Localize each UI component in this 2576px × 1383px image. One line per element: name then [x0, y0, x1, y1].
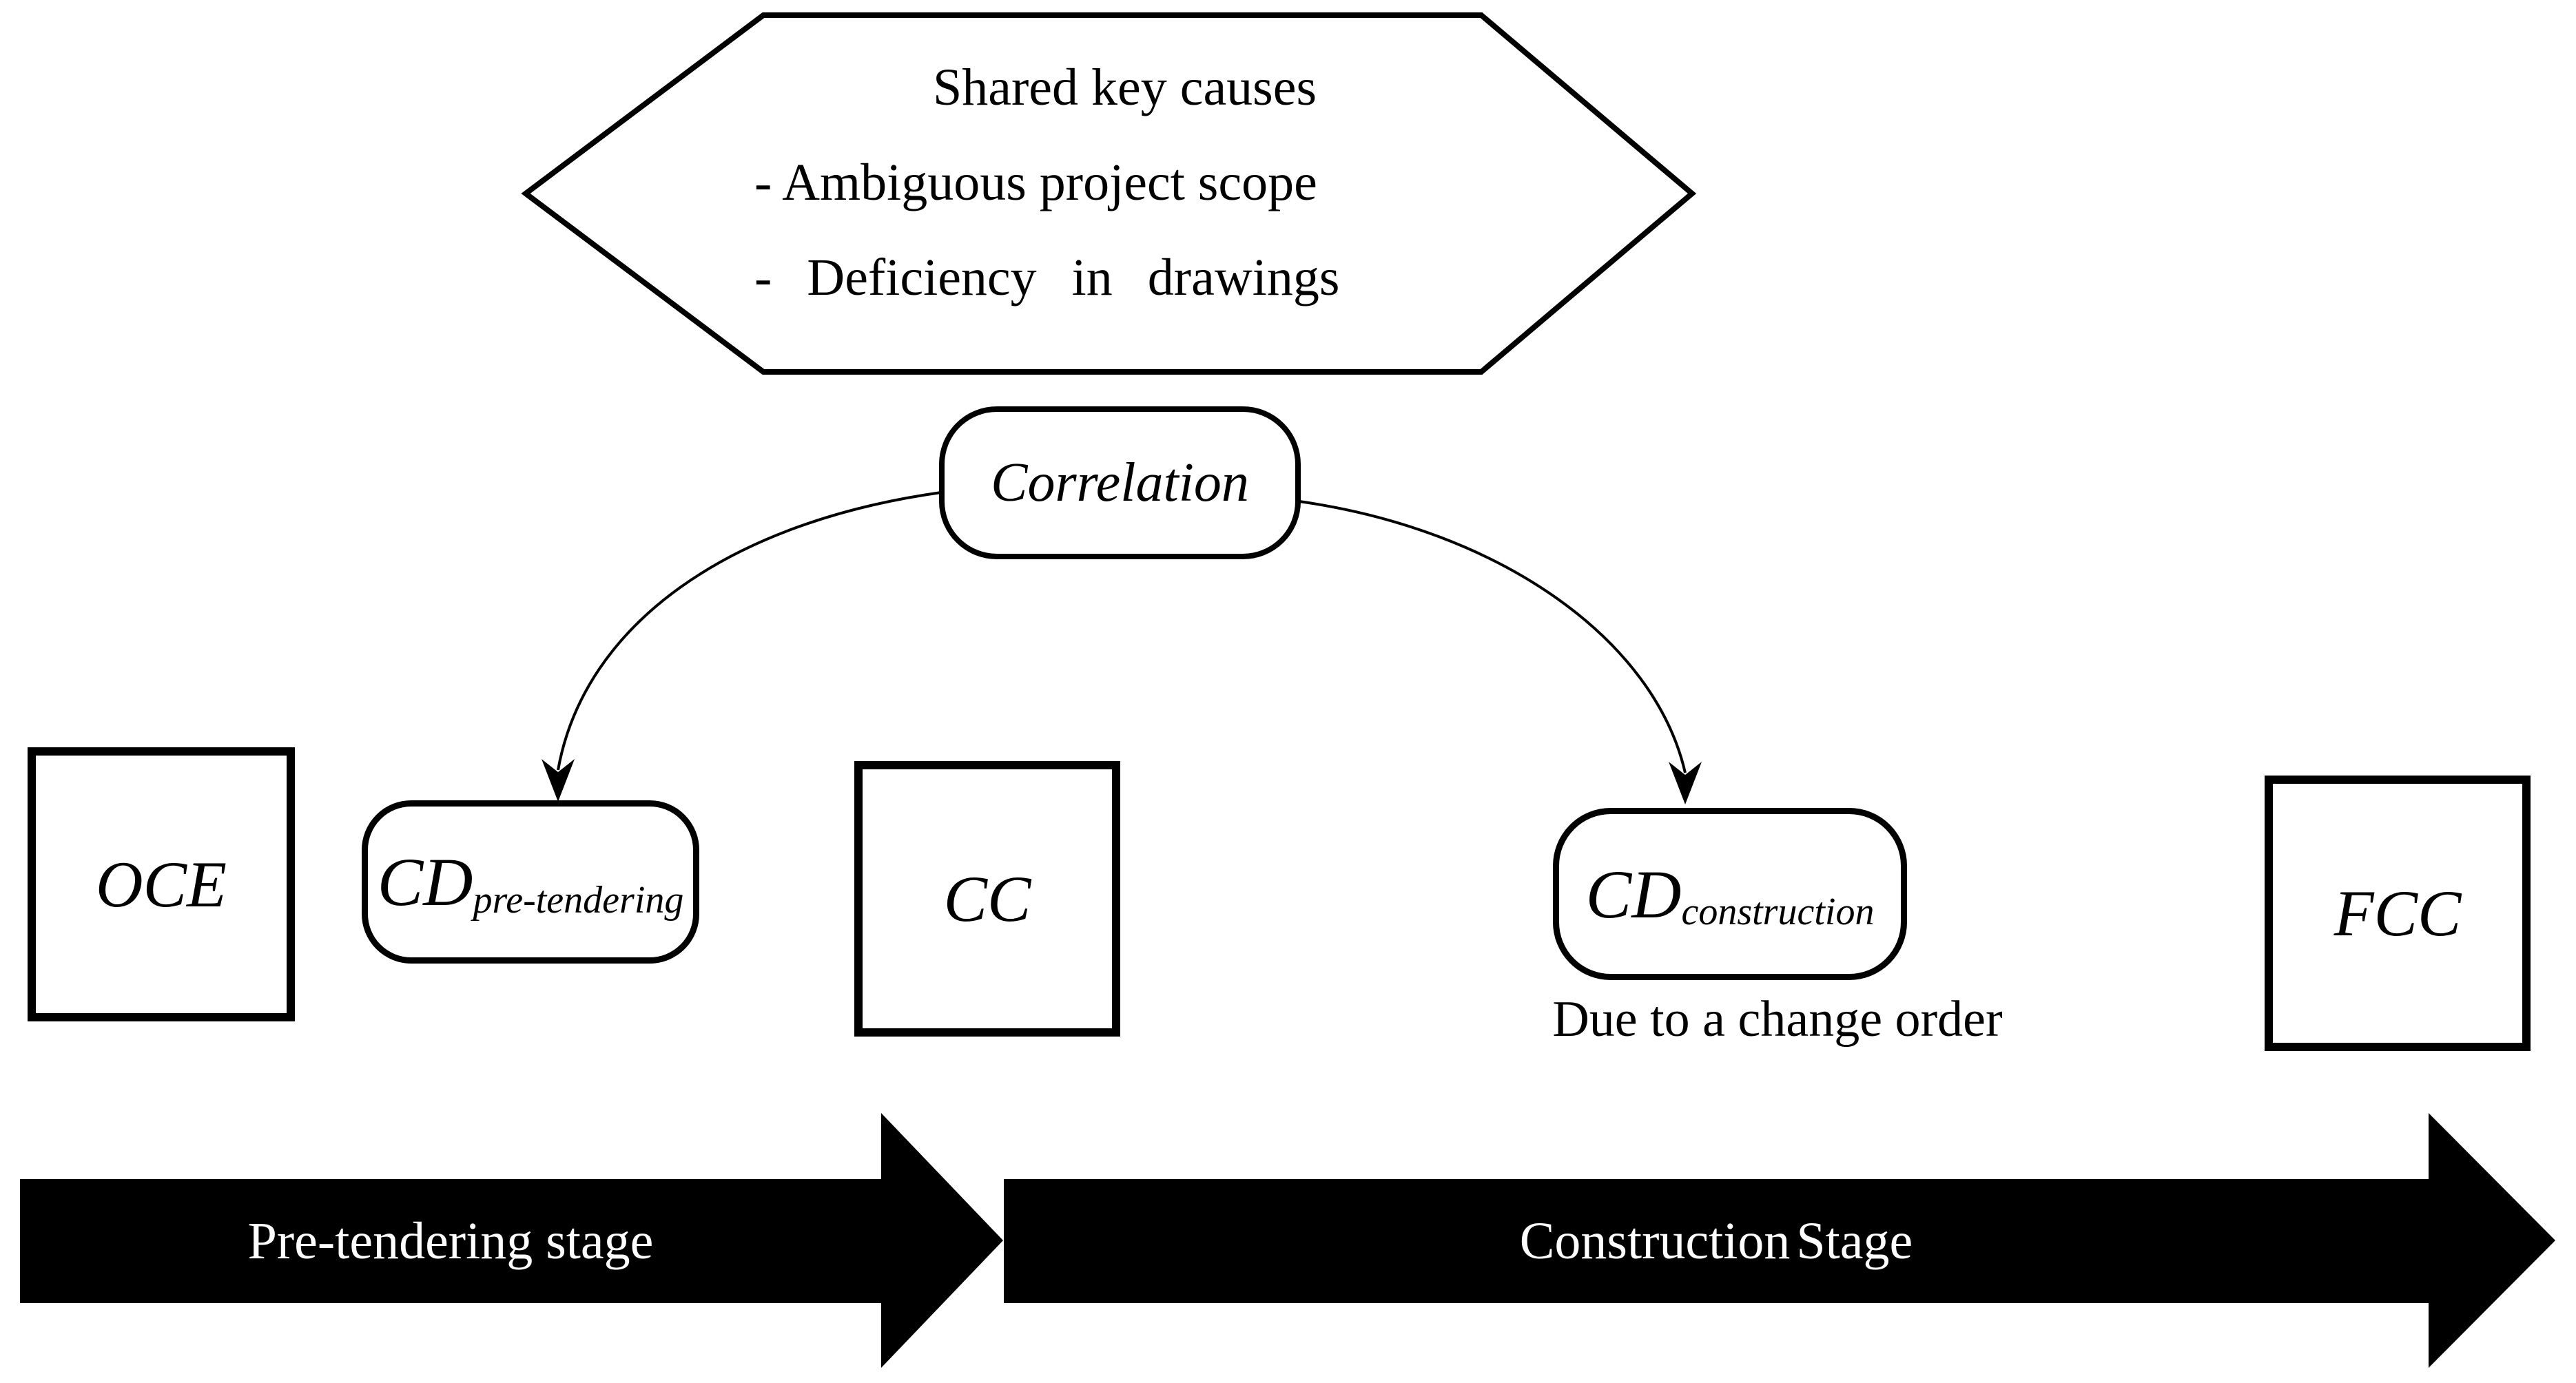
pre-tendering-stage-arrow: Pre-tendering stage: [20, 1179, 881, 1303]
shared-causes-hexagon-shape: [521, 12, 1697, 375]
shared-causes-text-block: Shared key causes - Ambiguous project sc…: [754, 40, 1495, 325]
construction-stage-label: Construction Stage: [1519, 1212, 1913, 1270]
fcc-box: FCC: [2265, 776, 2531, 1051]
cd-pre-label: CD: [377, 844, 473, 920]
fcc-label: FCC: [2333, 877, 2462, 950]
construction-stage-arrow: Construction Stage: [1004, 1179, 2429, 1303]
pre-tendering-stage-arrowhead-icon: [881, 1113, 1003, 1368]
cd-construction-subscript: construction: [1681, 891, 1875, 933]
cd-pre-subscript: pre-tendering: [473, 878, 684, 922]
shared-causes-bullet-deficiency-drawings: - Deficiency in drawings: [754, 249, 1340, 306]
correlation-to-cd-construction-connector: [1299, 500, 1687, 773]
cd-pre-arrowhead-icon: [542, 759, 575, 802]
oce-label: OCE: [96, 848, 227, 921]
correlation-to-cd-pre-connector: [557, 491, 942, 771]
cc-box: CC: [854, 761, 1120, 1037]
pre-tendering-stage-label: Pre-tendering stage: [247, 1212, 654, 1270]
correlation-label: Correlation: [991, 452, 1249, 513]
cc-label: CC: [943, 862, 1031, 935]
shared-causes-title: Shared key causes: [932, 59, 1317, 116]
shared-causes-bullet-ambiguous-scope: - Ambiguous project scope: [754, 154, 1317, 211]
cd-construction-arrowhead-icon: [1669, 762, 1702, 804]
oce-box: OCE: [28, 747, 295, 1021]
construction-stage-arrowhead-icon: [2429, 1113, 2555, 1368]
change-order-note: Due to a change order: [1552, 991, 2003, 1048]
cd-construction-label: CD: [1585, 855, 1682, 933]
correlation-node: Correlation: [939, 406, 1301, 559]
